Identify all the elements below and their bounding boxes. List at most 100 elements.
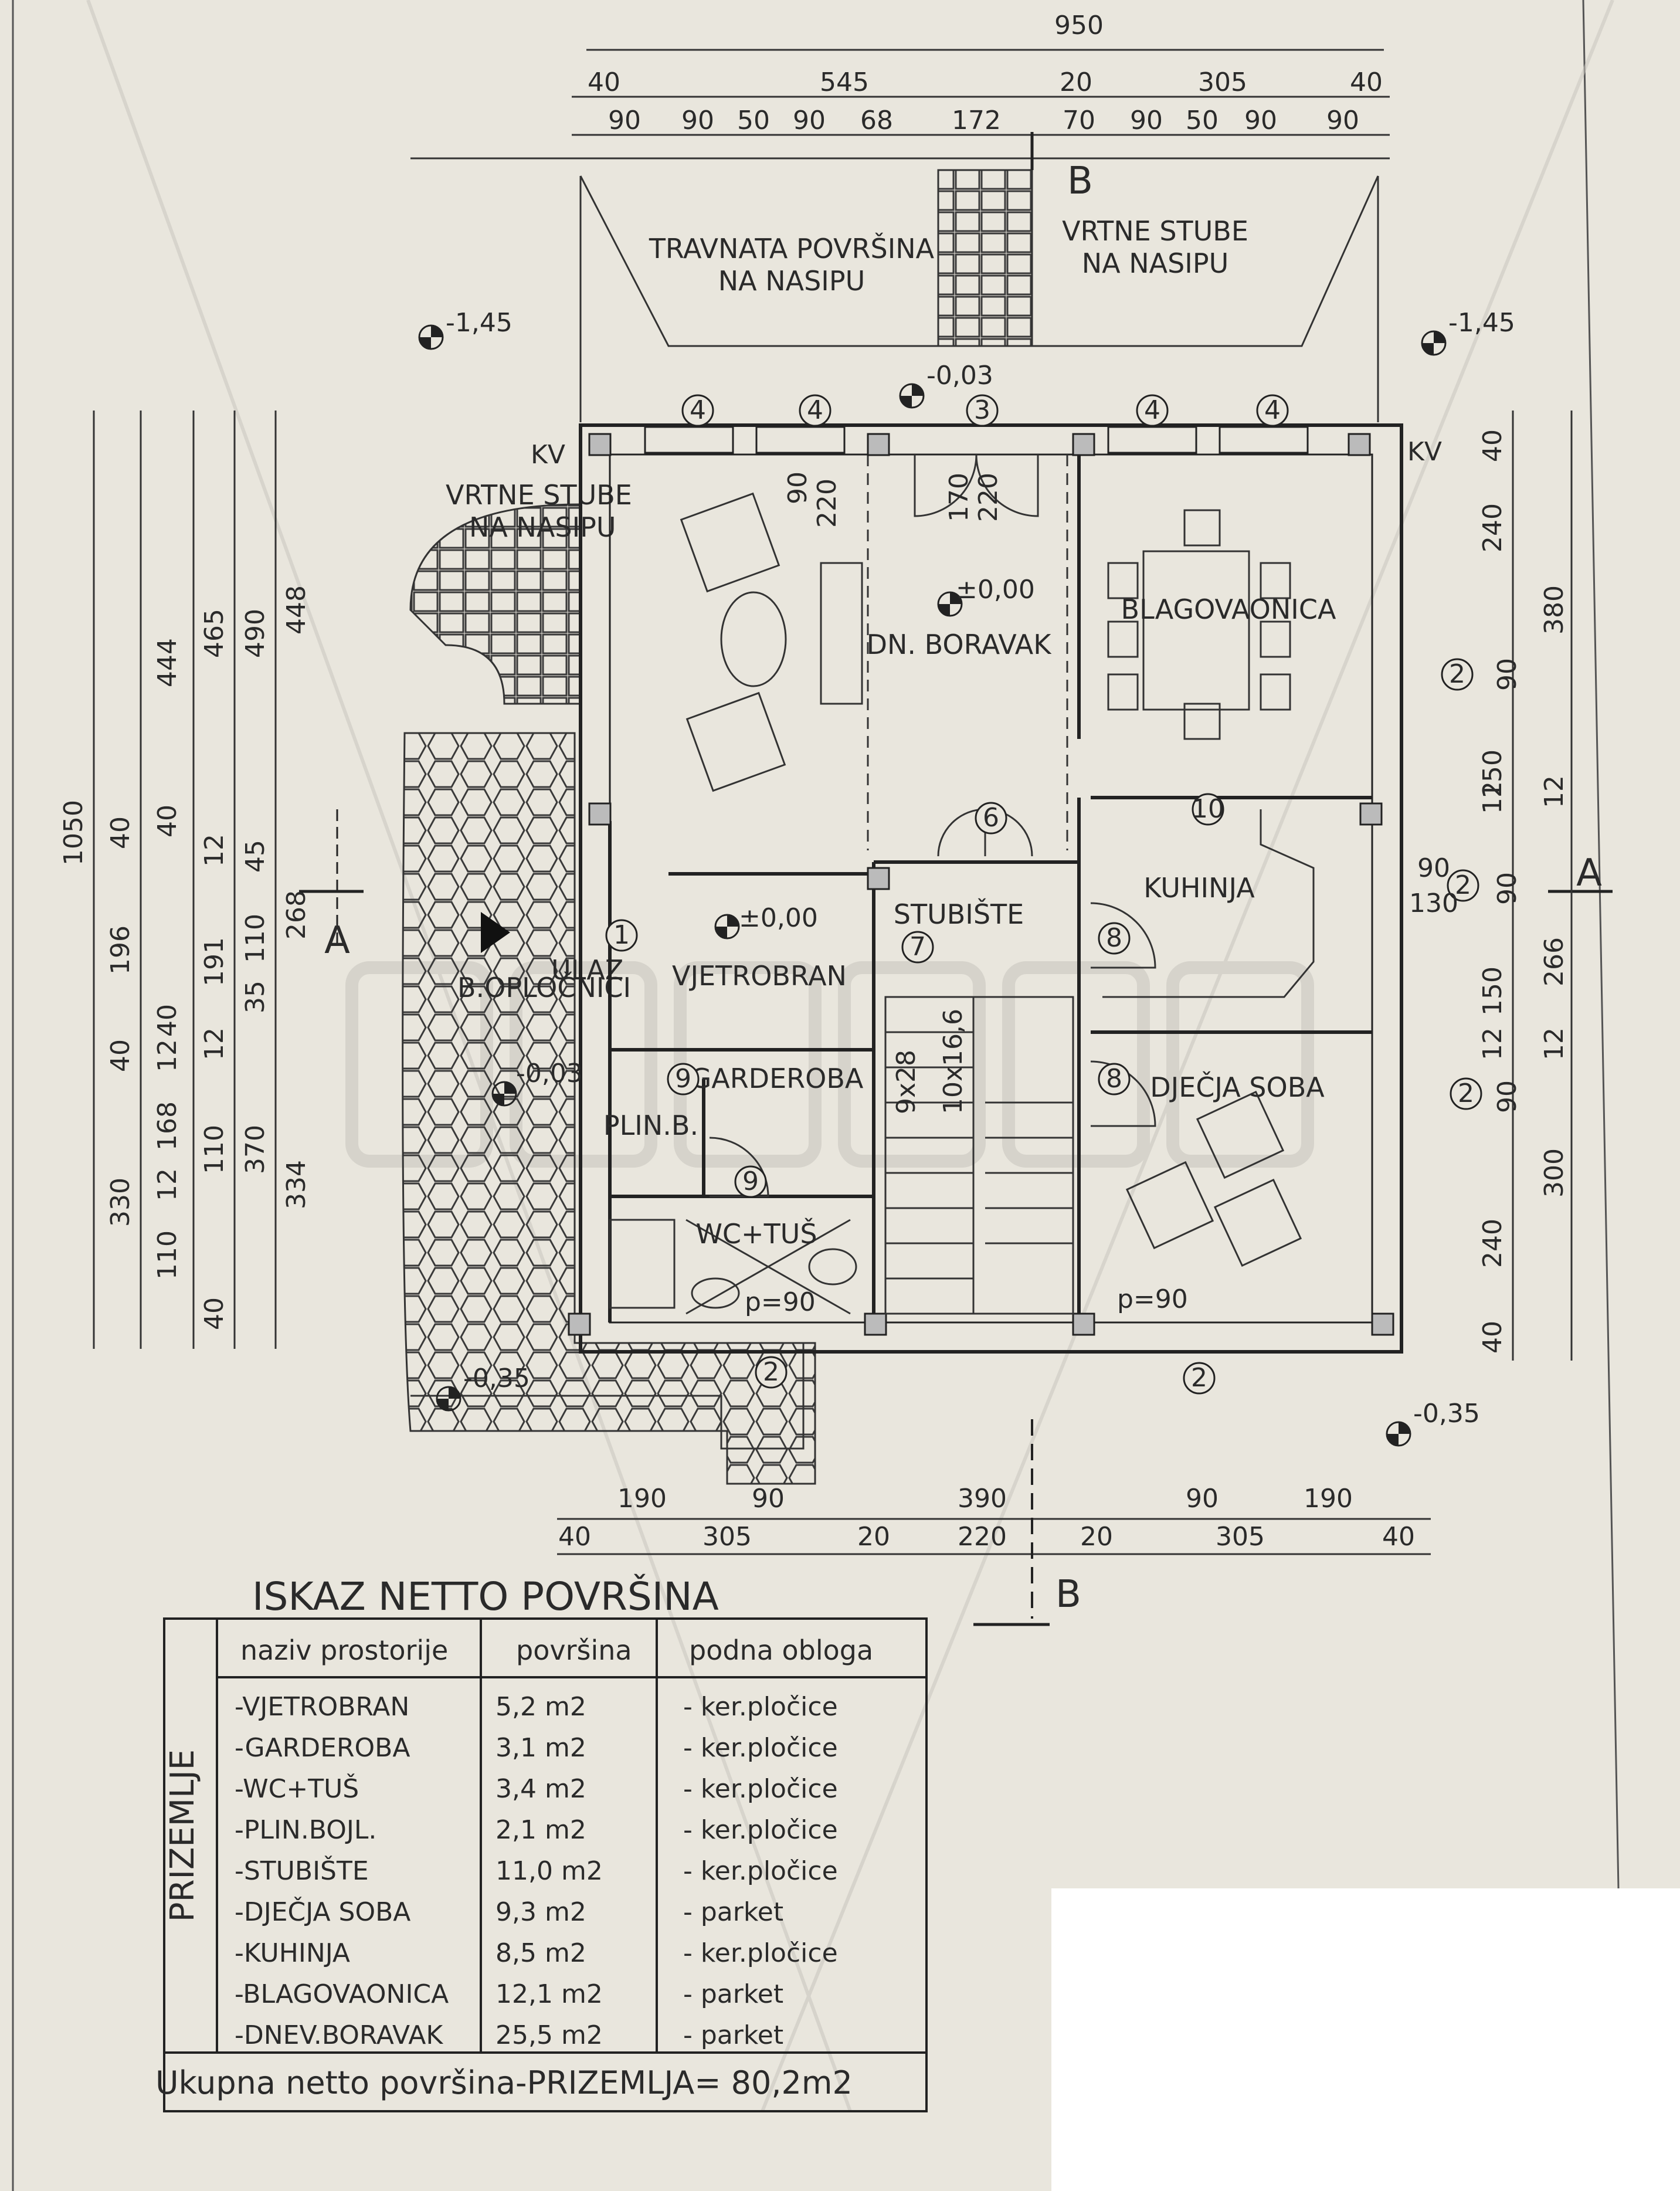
circled-mark: 8	[1098, 922, 1131, 955]
room-vestibule: VJETROBRAN	[672, 960, 847, 992]
table-row: -BLAGOVAONICA 12,1 m2 - parket	[235, 1979, 783, 2009]
dim-top-row2-value: 90	[681, 106, 714, 135]
area-table	[163, 1617, 928, 2112]
door-dim-220: 220	[812, 479, 842, 528]
circled-mark: 2	[1447, 869, 1479, 902]
circled-mark-label: 2	[1455, 870, 1471, 900]
table-cell-name: -GARDEROBA	[235, 1733, 410, 1763]
garden-area	[579, 175, 1379, 422]
dim-top-row2-value: 90	[1130, 106, 1163, 135]
dim-left_col2-value: 110	[152, 1230, 182, 1280]
circled-mark-label: 10	[1192, 794, 1224, 824]
room-child: DJEČJA SOBA	[1150, 1071, 1325, 1103]
house-walls	[579, 423, 1403, 1354]
circled-mark-label: 2	[1458, 1078, 1474, 1108]
section-b-label-top: B	[1067, 160, 1093, 203]
circled-mark: 4	[1136, 394, 1169, 427]
dim-bottom-row2-value: 220	[958, 1522, 1007, 1552]
windows-top	[644, 426, 1309, 454]
circled-mark-label: 7	[909, 932, 926, 962]
dim-left_col2-value: 40	[152, 1004, 182, 1037]
circled-mark: 9	[734, 1165, 767, 1198]
table-cell-area: 8,5 m2	[495, 1938, 586, 1968]
circled-mark: 10	[1192, 793, 1224, 826]
dim-left_col2-value: 12	[152, 1168, 182, 1201]
garden-steps-left	[409, 503, 582, 705]
table-cell-floor: - ker.pločice	[683, 1815, 838, 1845]
level-marker-vestibule: ±0,00	[714, 903, 818, 940]
dim-top-row1-value: 40	[588, 67, 620, 97]
dim-top-row2-value: 172	[952, 106, 1001, 135]
table-cell-floor: - ker.pločice	[683, 1774, 838, 1804]
kitchen-counter	[1102, 809, 1315, 998]
bottom-dimension-lines	[557, 1518, 1431, 1555]
table-cell-floor: - ker.pločice	[683, 1692, 838, 1722]
dim-bottom-row2-value: 40	[1382, 1522, 1415, 1552]
entrance-arrow-icon	[481, 912, 510, 953]
dim-left_col2-value: 12	[152, 1039, 182, 1072]
door-dim-170: 170	[944, 473, 974, 522]
dim-top-row2-value: 90	[608, 106, 641, 135]
room-wardrobe: GARDEROBA	[691, 1063, 864, 1094]
circled-mark-label: 8	[1106, 1064, 1122, 1094]
table-cell-area: 12,1 m2	[495, 1979, 603, 2009]
circled-mark: 2	[1450, 1077, 1482, 1110]
dim-left_col1-value: 40	[106, 1039, 135, 1072]
dim-right-extra-value: 90	[1417, 853, 1450, 883]
dim-right-extra-value: 130	[1409, 888, 1458, 918]
table-cell-name: -PLIN.BOJL.	[235, 1815, 376, 1845]
dim-left_col5-value: 448	[281, 585, 311, 635]
dim-bottom-row1-value: 90	[1186, 1484, 1219, 1514]
dim-left_col4-value: 370	[240, 1125, 270, 1174]
dim-left_col3-value: 191	[199, 937, 229, 986]
dim-top-row2-value: 70	[1063, 106, 1095, 135]
dim-right-col2-value: 380	[1539, 585, 1569, 635]
dim-right-col1-value: 240	[1478, 1219, 1508, 1268]
room-living: DN. BORAVAK	[867, 629, 1053, 660]
dim-bottom-row2-value: 20	[857, 1522, 890, 1552]
dim-right-extra-value: 90	[1492, 1080, 1522, 1113]
dim-left_col3-value: 465	[199, 609, 229, 658]
dim-left_col2-value: 168	[152, 1101, 182, 1151]
dim-right-col2-value: 300	[1539, 1148, 1569, 1198]
circled-mark-label: 4	[1264, 395, 1281, 425]
dim-top-row2-value: 90	[793, 106, 826, 135]
door-dim-90: 90	[783, 472, 813, 504]
table-header-name: naziv prostorije	[240, 1634, 448, 1666]
level-marker-right-top: -1,45	[1421, 308, 1515, 356]
table-cell-area: 2,1 m2	[495, 1815, 586, 1845]
circled-mark-label: 3	[974, 395, 990, 425]
circled-mark-label: 8	[1106, 923, 1122, 953]
circled-mark: 8	[1098, 1063, 1131, 1096]
circled-mark: 2	[1183, 1362, 1216, 1395]
circled-mark: 4	[1256, 394, 1289, 427]
table-cell-floor: - parket	[683, 1979, 783, 2009]
dim-right-col2-value: 12	[1539, 1027, 1569, 1060]
structural-columns	[568, 433, 1394, 1336]
table-cell-floor: - parket	[683, 2020, 783, 2050]
dim-bottom-row1-value: 90	[752, 1484, 785, 1514]
table-cell-name: -VJETROBRAN	[235, 1692, 409, 1722]
dim-top-row1-value: 305	[1198, 67, 1247, 97]
dim-right-col1-value: 12	[1478, 781, 1508, 814]
table-cell-name: -WC+TUŠ	[235, 1773, 359, 1804]
dim-right-col1-value: 150	[1478, 966, 1508, 1016]
level-marker-entrance: -0,03	[491, 1059, 583, 1107]
dim-left_col4-value: 35	[240, 981, 270, 1013]
svg-text:-0,35: -0,35	[463, 1364, 530, 1393]
dim-bottom-row2-value: 40	[558, 1522, 591, 1552]
dim-left_col3-value: 12	[199, 1027, 229, 1060]
dim-bottom-row2-value: 20	[1080, 1522, 1113, 1552]
dim-left_col1-value: 330	[106, 1178, 135, 1227]
garden-steps-label: VRTNE STUBE	[1062, 215, 1248, 247]
table-cell-name: -BLAGOVAONICA	[235, 1979, 449, 2009]
dim-left_col2-value: 444	[152, 638, 182, 687]
circled-mark-label: 9	[675, 1064, 691, 1094]
table-header-area: površina	[516, 1634, 632, 1666]
dim-left_col4-value: 490	[240, 609, 270, 658]
